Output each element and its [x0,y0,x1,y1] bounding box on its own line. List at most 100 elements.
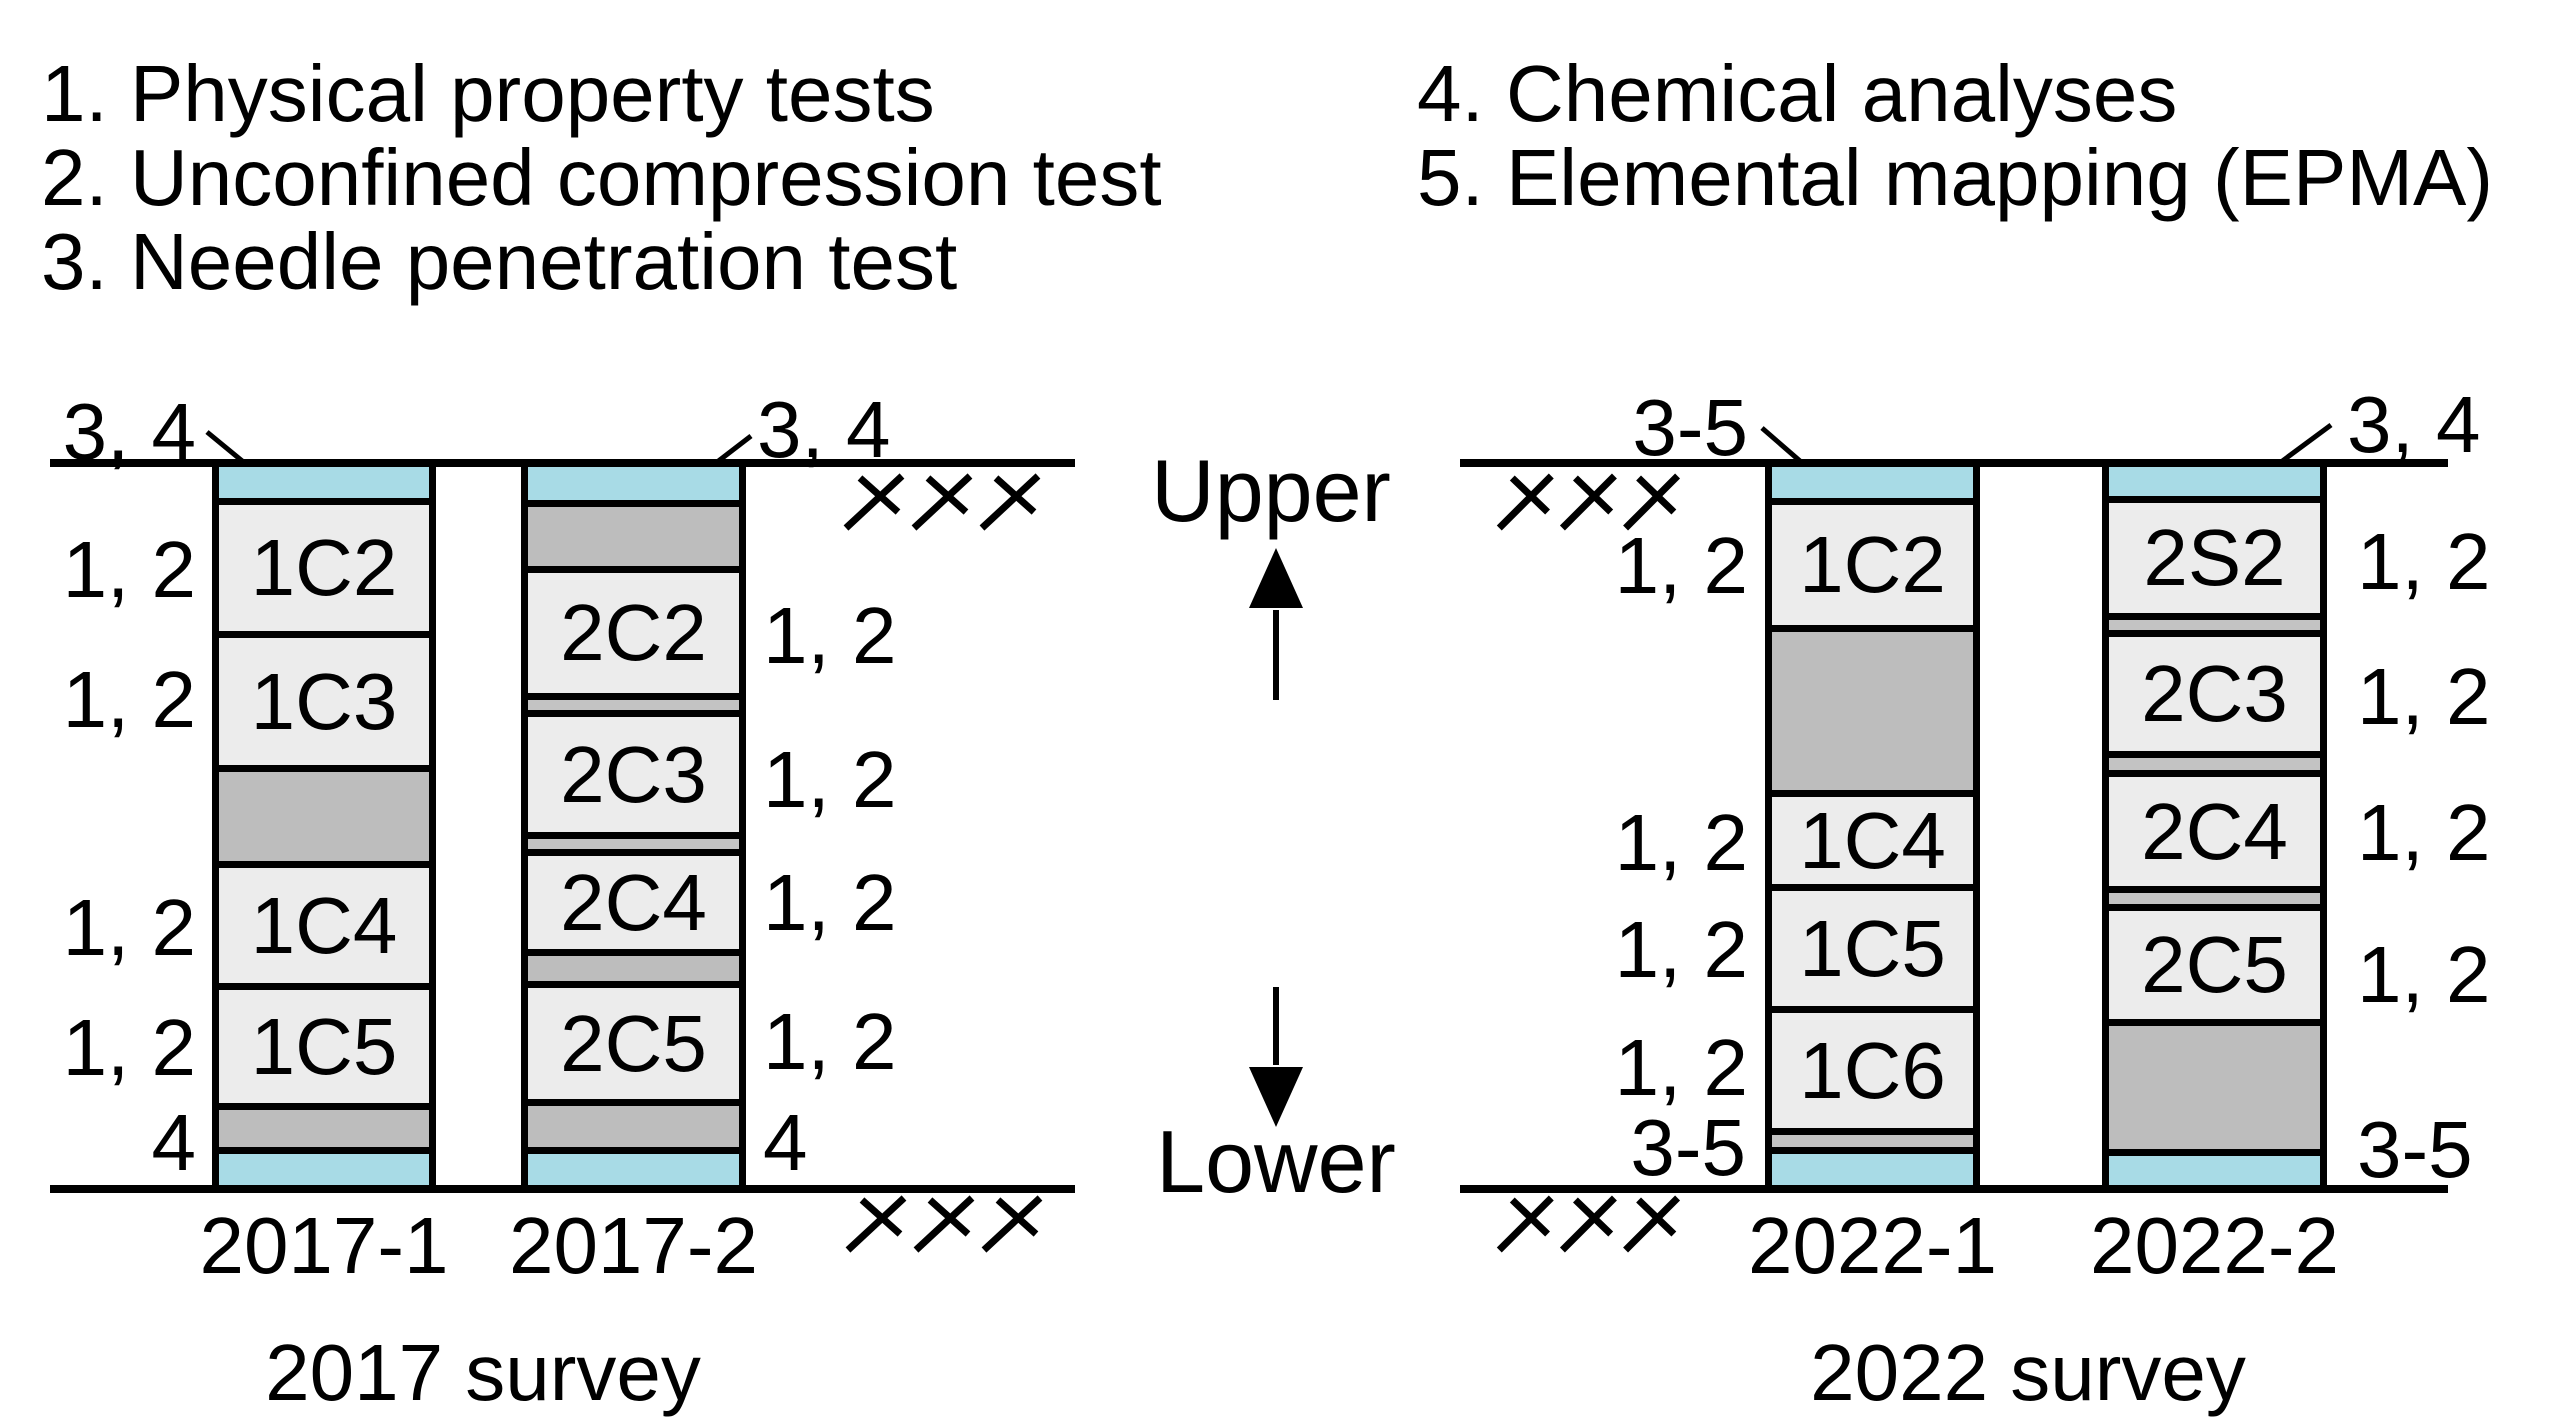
core-segment [1772,467,1973,498]
segment-divider [1772,1128,1973,1135]
test-annotation-label: 1, 2 [763,591,897,680]
core-column-2022-2: 2S2 2C3 2C4 2C5 [2102,467,2327,1185]
column-label: 2022-1 [1747,1201,1998,1290]
legend-item-2: 2. Unconfined compression test [41,133,1162,222]
ground-hatch-icon [843,473,1041,531]
test-annotation-label: 3, 4 [2347,380,2481,469]
segment-divider [528,981,739,988]
test-annotation-label: 1, 2 [763,858,897,947]
segment-divider [1772,498,1973,505]
core-segment [1772,1154,1973,1185]
segment-divider [1772,1006,1973,1013]
core-segment-1C2: 1C2 [219,505,429,631]
test-annotation-label: 1, 2 [2357,652,2491,741]
segment-divider [528,949,739,956]
core-segment [528,839,739,849]
core-segment-2S2: 2S2 [2109,503,2320,613]
segment-divider [2109,770,2320,777]
segment-divider [2109,1019,2320,1026]
core-segment-2C4: 2C4 [528,856,739,949]
test-annotation-label: 1, 2 [763,997,897,1086]
ground-hatch-icon [845,1195,1043,1253]
core-segment-2C3: 2C3 [2109,637,2320,751]
segment-divider [2109,751,2320,758]
legend-right: 4. Chemical analyses 5. Elemental mappin… [1417,52,2493,220]
segment-divider [528,849,739,856]
segment-divider [528,1147,739,1154]
test-annotation-label: 4 [151,1098,197,1187]
segment-divider [219,1147,429,1154]
core-segment-1C5: 1C5 [1772,891,1973,1006]
up-arrow-icon [1249,548,1303,608]
test-annotation-label: 1, 2 [1614,798,1748,887]
core-segment-2C4: 2C4 [2109,777,2320,886]
core-segment-1C4: 1C4 [1772,797,1973,884]
test-annotation-label: 1, 2 [62,525,196,614]
column-label: 2017-1 [199,1201,449,1290]
test-annotation-label: 1, 2 [763,735,897,824]
core-segment [528,1154,739,1185]
core-segment [528,700,739,710]
ground-surface-line [50,1185,1075,1193]
upper-label: Upper [1151,441,1391,540]
test-annotation-label: 4 [763,1098,808,1187]
test-annotation-label: 3, 4 [62,387,196,476]
segment-divider [2109,904,2320,911]
segment-divider [2109,613,2320,620]
core-segment [219,1110,429,1147]
core-segment [1772,1135,1973,1147]
segment-divider [528,710,739,717]
segment-divider [2109,1149,2320,1156]
segment-divider [1772,790,1973,797]
test-annotation-label: 1, 2 [62,655,196,744]
core-segment [2109,620,2320,630]
core-segment [219,467,429,498]
legend-item-3: 3. Needle penetration test [41,217,958,306]
core-segment-2C5: 2C5 [2109,911,2320,1019]
core-segment [2109,758,2320,770]
segment-divider [528,693,739,700]
segment-divider [219,861,429,868]
segment-divider [528,1099,739,1106]
core-segment [2109,1156,2320,1185]
segment-divider [528,566,739,573]
core-segment [528,467,739,500]
test-annotation-label: 1, 2 [62,1003,196,1092]
segment-divider [219,765,429,772]
ground-surface-line [1460,459,2448,467]
test-annotation-label: 3-5 [2357,1105,2473,1194]
legend-item-5: 5. Elemental mapping (EPMA) [1417,133,2494,222]
core-segment [528,956,739,981]
segment-divider [1772,1147,1973,1154]
core-segment [528,507,739,566]
core-segment-1C2: 1C2 [1772,505,1973,625]
test-annotation-label: 1, 2 [2357,517,2491,606]
legend-item-4: 4. Chemical analyses [1417,49,2178,138]
segment-divider [219,498,429,505]
segment-divider [219,983,429,990]
survey-caption: 2017 survey [265,1328,701,1417]
core-segment [219,1154,429,1185]
core-segment [528,1106,739,1147]
core-segment [1772,632,1973,790]
column-label: 2022-2 [2089,1201,2340,1290]
core-segment-1C4: 1C4 [219,868,429,983]
lower-label: Lower [1156,1112,1396,1211]
test-annotation-label: 1, 2 [1614,1023,1748,1112]
core-segment [2109,1026,2320,1149]
core-segment [2109,467,2320,496]
ground-hatch-icon [1496,1195,1681,1253]
segment-divider [1772,884,1973,891]
survey-caption: 2022 survey [1810,1328,2246,1417]
core-segment [219,772,429,861]
column-label: 2017-2 [508,1201,759,1290]
core-segment-1C5: 1C5 [219,990,429,1103]
test-annotation-label: 1, 2 [2357,930,2491,1019]
legend-left: 1. Physical property tests 2. Unconfined… [41,52,1162,304]
segment-divider [2109,630,2320,637]
test-annotation-label: 1, 2 [62,883,196,972]
